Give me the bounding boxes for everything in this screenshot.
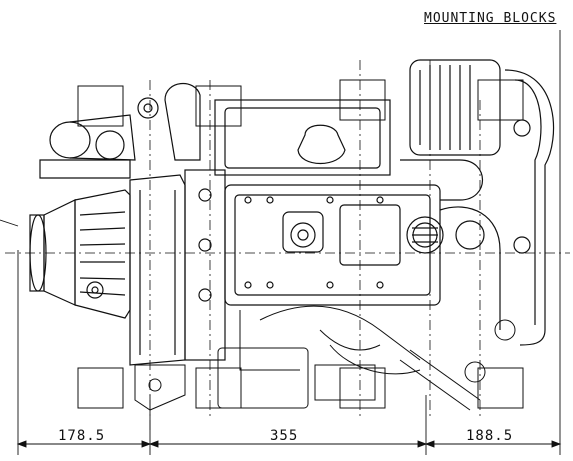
dimension-label-middle: 355 xyxy=(270,428,299,444)
lower-piping xyxy=(217,305,516,411)
dimension-lines xyxy=(0,30,562,455)
mounting-blocks xyxy=(77,79,524,411)
turbo-elbow xyxy=(39,82,201,179)
alternator-and-hoses xyxy=(400,59,555,346)
dimension-label-left: 178.5 xyxy=(58,428,106,444)
output-flange xyxy=(29,199,76,306)
engine-block xyxy=(184,99,444,361)
gearbox xyxy=(74,174,186,366)
dimension-label-right: 188.5 xyxy=(466,428,514,444)
mounting-blocks-title: MOUNTING BLOCKS xyxy=(424,11,557,26)
